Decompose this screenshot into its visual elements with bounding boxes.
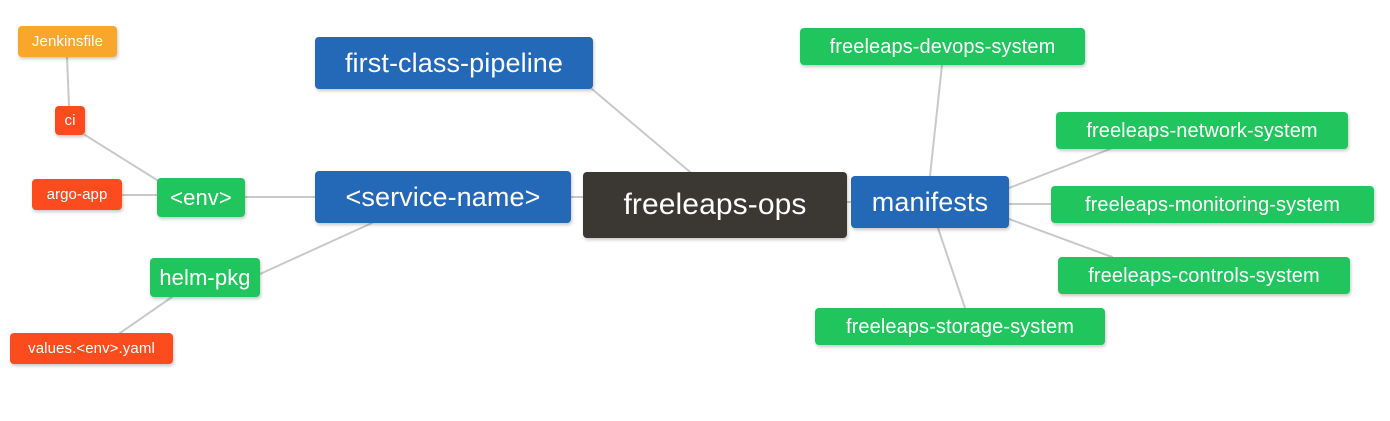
node-manifests[interactable]: manifests [851, 176, 1009, 228]
edge-manifests-devops [929, 64, 943, 177]
node-label-freeleaps-controls-system: freeleaps-controls-system [1088, 264, 1320, 287]
node-label-env: <env> [170, 184, 232, 210]
node-label-argo-app: argo-app [46, 186, 108, 203]
node-label-first-class-pipeline: first-class-pipeline [344, 47, 564, 78]
node-label-freeleaps-ops: freeleaps-ops [623, 188, 807, 221]
node-freeleaps-ops[interactable]: freeleaps-ops [583, 172, 847, 238]
edge-manifests-storage [937, 227, 966, 309]
node-label-helm-pkg: helm-pkg [159, 264, 251, 290]
edge-ops-pipeline [591, 88, 691, 173]
edge-helm-values [119, 296, 173, 334]
node-helm-pkg[interactable]: helm-pkg [150, 258, 260, 297]
node-freeleaps-devops-system[interactable]: freeleaps-devops-system [800, 28, 1085, 65]
node-argo-app[interactable]: argo-app [32, 179, 122, 210]
edge-ci-jenkinsfile [66, 56, 70, 107]
node-env[interactable]: <env> [157, 178, 245, 217]
node-label-freeleaps-devops-system: freeleaps-devops-system [829, 35, 1056, 58]
node-freeleaps-monitoring-system[interactable]: freeleaps-monitoring-system [1051, 186, 1374, 223]
node-label-freeleaps-monitoring-system: freeleaps-monitoring-system [1084, 193, 1340, 216]
node-freeleaps-storage-system[interactable]: freeleaps-storage-system [815, 308, 1105, 345]
node-label-values-env-yaml: values.<env>.yaml [28, 340, 155, 357]
node-service-name[interactable]: <service-name> [315, 171, 571, 223]
node-first-class-pipeline[interactable]: first-class-pipeline [315, 37, 593, 89]
node-label-jenkinsfile: Jenkinsfile [31, 33, 104, 50]
edge-manifests-network [1008, 148, 1111, 189]
node-label-freeleaps-storage-system: freeleaps-storage-system [845, 315, 1075, 338]
node-label-manifests: manifests [871, 186, 989, 217]
node-freeleaps-network-system[interactable]: freeleaps-network-system [1056, 112, 1348, 149]
node-ci[interactable]: ci [55, 106, 85, 135]
node-label-ci: ci [64, 112, 76, 129]
node-label-service-name: <service-name> [345, 181, 541, 212]
node-label-freeleaps-network-system: freeleaps-network-system [1086, 119, 1318, 142]
node-values-env-yaml[interactable]: values.<env>.yaml [10, 333, 173, 364]
node-freeleaps-controls-system[interactable]: freeleaps-controls-system [1058, 257, 1350, 294]
edge-env-ci [84, 134, 158, 181]
edge-service-helm [259, 222, 373, 275]
edge-manifests-controls [1008, 218, 1113, 258]
node-jenkinsfile[interactable]: Jenkinsfile [18, 26, 117, 57]
